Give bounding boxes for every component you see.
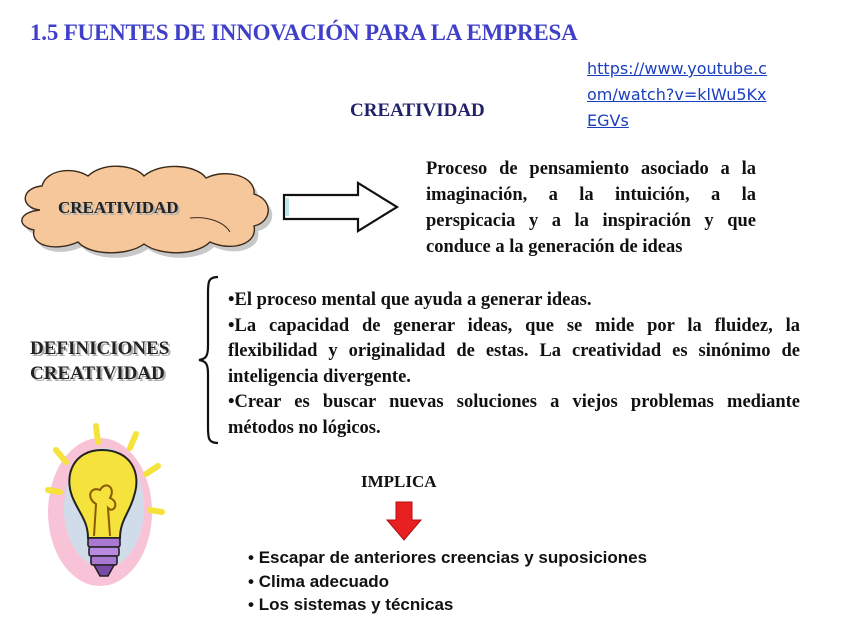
definiciones-label-line1: DEFINICIONES [30, 338, 170, 359]
definiciones-label-line2: CREATIVIDAD [30, 363, 165, 384]
definitions-list: •El proceso mental que ayuda a generar i… [228, 288, 800, 441]
creatividad-heading: CREATIVIDAD [350, 100, 485, 121]
lightbulb-icon [45, 423, 165, 586]
cloud-shape [21, 165, 273, 258]
implies-item: Clima adecuado [248, 570, 647, 594]
implica-label: IMPLICA [361, 472, 437, 491]
definiciones-label: DEFINICIONES CREATIVIDAD [30, 336, 169, 386]
definition-item: •Crear es buscar nuevas soluciones a vie… [228, 392, 800, 438]
page-title: 1.5 FUENTES DE INNOVACIÓN PARA LA EMPRES… [30, 20, 578, 45]
creatividad-definition: Proceso de pensamiento asociado a la ima… [426, 159, 756, 257]
brace-icon [198, 275, 219, 445]
definition-item: •El proceso mental que ayuda a generar i… [228, 290, 592, 310]
video-link[interactable]: https://www.youtube.com/watch?v=klWu5KxE… [587, 59, 767, 130]
implies-item: Los sistemas y técnicas [248, 593, 647, 617]
implies-list: Escapar de anteriores creencias y suposi… [248, 546, 647, 617]
down-arrow-icon [385, 501, 423, 541]
right-arrow-icon [282, 181, 400, 233]
cloud-label: CREATIVIDAD [58, 198, 179, 217]
definition-item: •La capacidad de generar ideas, que se m… [228, 315, 800, 387]
implies-item: Escapar de anteriores creencias y suposi… [248, 546, 647, 570]
